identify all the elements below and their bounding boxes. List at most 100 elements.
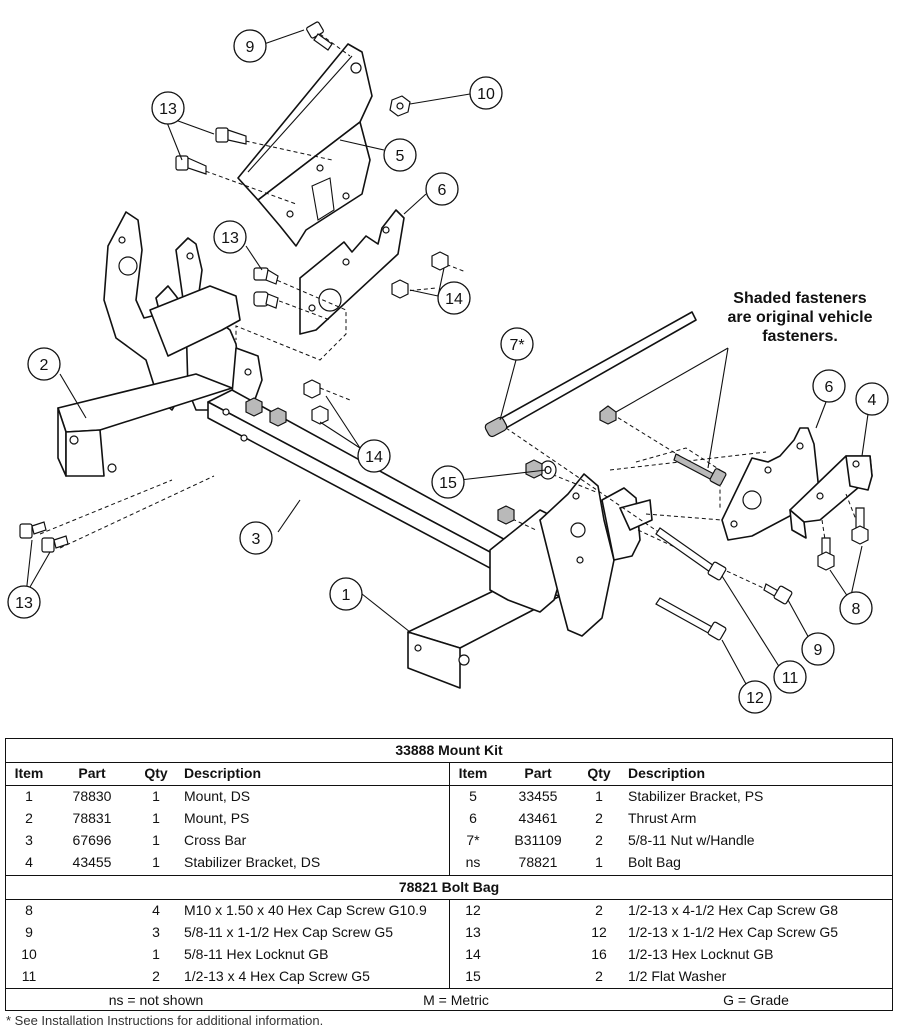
shaded-nut xyxy=(599,405,617,425)
callout-6-right: 6 xyxy=(812,369,846,403)
cell-item: 1 xyxy=(25,788,33,804)
cap-screws-8 xyxy=(817,507,869,571)
cap-screw-11 xyxy=(655,527,727,581)
cell-item: ns xyxy=(465,854,481,870)
callout-5: 5 xyxy=(383,138,417,172)
cell-part: 43461 xyxy=(518,810,558,826)
cell-qty: 2 xyxy=(595,902,603,918)
table-row: 8 4 M10 x 1.50 x 40 Hex Cap Screw G10.9 … xyxy=(6,899,892,922)
cell-description: 5/8-11 Hex Locknut GB xyxy=(184,946,329,962)
table-row: 11 2 1/2-13 x 4 Hex Cap Screw G5 15 2 1/… xyxy=(6,965,892,988)
svg-text:3: 3 xyxy=(252,531,261,548)
header-item-right: Item xyxy=(458,765,488,781)
svg-text:6: 6 xyxy=(438,182,447,199)
cell-description: M10 x 1.50 x 40 Hex Cap Screw G10.9 xyxy=(184,902,427,918)
bolt-bag-title: 78821 Bolt Bag xyxy=(6,875,892,900)
cell-qty: 1 xyxy=(595,854,603,870)
cap-screw-9-right xyxy=(763,583,793,605)
cell-item: 7* xyxy=(466,832,480,848)
callout-13-upper: 13 xyxy=(151,91,185,125)
header-item-left: Item xyxy=(14,765,44,781)
table-row: 1 78830 1 Mount, DS 5 33455 1 Stabilizer… xyxy=(6,785,892,808)
cross-bar xyxy=(207,389,543,585)
svg-text:13: 13 xyxy=(159,101,177,118)
mount-kit-title: 33888 Mount Kit xyxy=(6,739,892,763)
exploded-parts-diagram: Shaded fasteners are original vehicle fa… xyxy=(7,21,889,714)
cap-screws-13-upper xyxy=(175,127,247,175)
callout-3: 3 xyxy=(239,521,273,555)
legend-not-shown: ns = not shown xyxy=(108,992,204,1008)
cell-part: 67696 xyxy=(72,832,112,848)
svg-text:13: 13 xyxy=(15,595,33,612)
cap-screws-13-lower xyxy=(19,521,69,553)
callout-7: 7* xyxy=(500,327,534,361)
cell-qty: 3 xyxy=(152,924,160,940)
cell-item: 14 xyxy=(465,946,481,962)
cell-description: Mount, DS xyxy=(184,788,251,804)
callout-9-right: 9 xyxy=(801,632,835,666)
callout-6-upper: 6 xyxy=(425,172,459,206)
svg-text:15: 15 xyxy=(439,475,457,492)
callout-14-middle: 14 xyxy=(357,439,391,473)
svg-text:1: 1 xyxy=(342,587,351,604)
cell-description: 1/2 Flat Washer xyxy=(628,968,727,984)
column-divider-top xyxy=(449,762,450,875)
locknut-10 xyxy=(389,95,411,117)
thrust-arm-right xyxy=(721,427,821,541)
cell-part: 33455 xyxy=(518,788,558,804)
header-qty-right: Qty xyxy=(587,765,611,781)
cell-part: 78831 xyxy=(72,810,112,826)
header-part-left: Part xyxy=(78,765,106,781)
cell-qty: 1 xyxy=(152,788,160,804)
cell-qty: 2 xyxy=(595,810,603,826)
cell-part: 43455 xyxy=(72,854,112,870)
svg-text:4: 4 xyxy=(868,392,877,409)
table-row: 9 3 5/8-11 x 1-1/2 Hex Cap Screw G5 13 1… xyxy=(6,921,892,944)
cap-screws-13-middle xyxy=(253,267,279,309)
svg-text:9: 9 xyxy=(246,39,255,56)
cell-description: Thrust Arm xyxy=(628,810,697,826)
cap-screw-12 xyxy=(655,597,727,641)
mount-ds xyxy=(407,473,653,689)
column-divider-bottom xyxy=(449,899,450,988)
cell-qty: 4 xyxy=(152,902,160,918)
cell-item: 4 xyxy=(25,854,33,870)
cap-screw-9-top xyxy=(306,21,333,51)
svg-text:14: 14 xyxy=(445,291,463,308)
cell-item: 3 xyxy=(25,832,33,848)
svg-text:10: 10 xyxy=(477,86,495,103)
callout-2: 2 xyxy=(27,347,61,381)
header-qty-left: Qty xyxy=(144,765,168,781)
cell-qty: 2 xyxy=(152,968,160,984)
cell-item: 8 xyxy=(25,902,33,918)
mount-kit-title-text: 33888 Mount Kit xyxy=(395,742,503,758)
cell-item: 13 xyxy=(465,924,481,940)
svg-text:11: 11 xyxy=(782,670,799,687)
cell-item: 10 xyxy=(21,946,37,962)
callout-12: 12 xyxy=(738,680,772,714)
cell-description: 1/2-13 x 1-1/2 Hex Cap Screw G5 xyxy=(628,924,839,940)
washer-15 xyxy=(497,459,557,525)
table-row: 2 78831 1 Mount, PS 6 43461 2 Thrust Arm xyxy=(6,807,892,830)
callout-4: 4 xyxy=(855,382,889,416)
cell-item: 6 xyxy=(469,810,477,826)
cell-description: 1/2-13 x 4-1/2 Hex Cap Screw G8 xyxy=(628,902,839,918)
fasteners xyxy=(19,21,869,641)
callout-11: 11 xyxy=(773,660,807,694)
callout-15: 15 xyxy=(431,465,465,499)
cell-description: Stabilizer Bracket, DS xyxy=(184,854,321,870)
cell-description: Mount, PS xyxy=(184,810,250,826)
cell-qty: 2 xyxy=(595,832,603,848)
legend-metric: M = Metric xyxy=(423,992,489,1008)
svg-text:6: 6 xyxy=(825,379,834,396)
callout-8: 8 xyxy=(839,591,873,625)
cell-qty: 1 xyxy=(152,946,160,962)
header-part-right: Part xyxy=(524,765,552,781)
callout-1: 1 xyxy=(329,577,363,611)
locknuts-14-upper xyxy=(391,251,449,299)
cell-part: 78830 xyxy=(72,788,112,804)
cell-item: 2 xyxy=(25,810,33,826)
note-line-1: Shaded fasteners xyxy=(733,290,866,307)
callouts: 9 10 13 5 6 13 14 2 7* 14 6 4 15 3 13 1 … xyxy=(7,29,889,714)
svg-text:9: 9 xyxy=(814,642,823,659)
